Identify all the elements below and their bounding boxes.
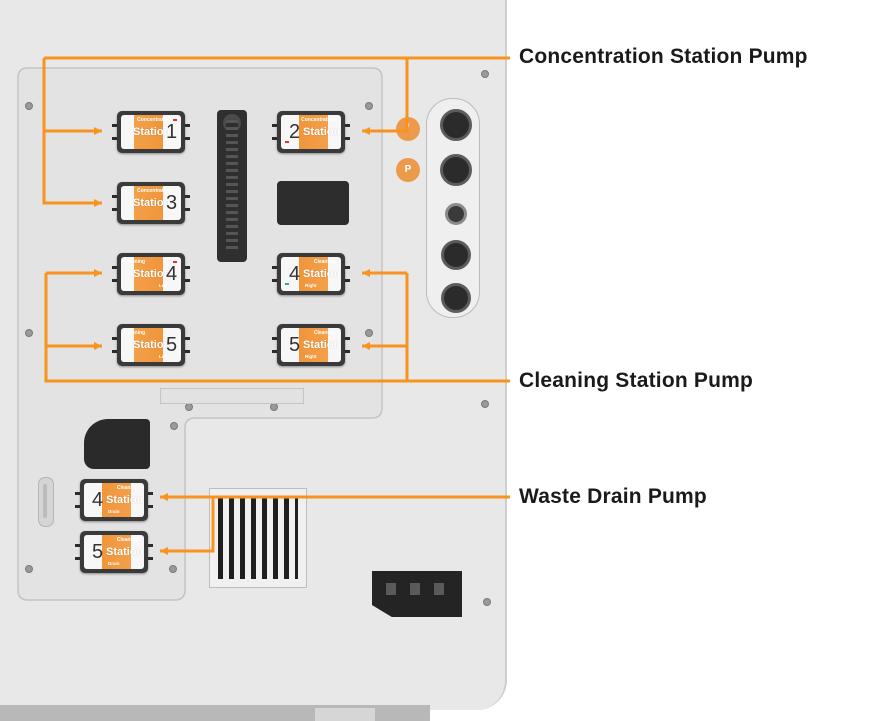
callout-cleaning-station-pump: Cleaning Station Pump	[519, 369, 754, 392]
pump-number: 5	[289, 334, 301, 356]
pump-number: 2	[289, 121, 301, 143]
pump-tag: Cleaning	[124, 259, 146, 265]
connector-port-small	[445, 203, 467, 225]
waste-leader-pump5	[160, 497, 215, 553]
pump-sub: Drain	[108, 561, 120, 566]
power-socket	[372, 571, 462, 617]
machine-foot	[315, 708, 375, 721]
pump-number: 5	[166, 334, 178, 356]
pump-word: Station	[133, 197, 171, 209]
pump-sub: Left	[159, 354, 168, 359]
pump-sub: Right	[305, 283, 317, 288]
concentration-leader-left	[42, 58, 102, 205]
callout-concentration-station-pump: Concentration Station Pump	[519, 45, 808, 68]
pump-tag: Concentration	[301, 117, 335, 123]
control-module	[277, 181, 349, 225]
vent-slats	[218, 497, 298, 579]
screw	[25, 329, 33, 337]
screw	[365, 329, 373, 337]
pump-word: Station	[303, 126, 341, 138]
pump-sub: Drain	[108, 509, 120, 514]
ventilation-grill	[209, 488, 307, 588]
pump-face: Cleaning Station 4 Drain	[84, 483, 144, 517]
connector-port	[441, 240, 471, 270]
pump-waste-5-drain: Cleaning Station 5 Drain	[75, 531, 153, 573]
concentration-leader-pump2	[362, 58, 409, 133]
pump-number: 4	[92, 489, 104, 511]
pump-word: Station	[106, 546, 144, 558]
pump-concentration-1: Concentration Station 1	[112, 111, 190, 153]
screw	[365, 102, 373, 110]
mounting-bracket	[160, 388, 304, 404]
pump-number: 4	[166, 263, 178, 285]
pump-number: 1	[166, 121, 178, 143]
pump-number: 3	[166, 192, 178, 214]
pump-face: Concentration Station 2	[281, 115, 341, 149]
pump-tag: Cleaning	[116, 537, 138, 543]
drain-housing	[84, 419, 150, 469]
handle-grip	[43, 484, 47, 518]
pump-word: Station	[106, 494, 144, 506]
tube-rack	[217, 110, 247, 262]
screw	[25, 102, 33, 110]
pump-cleaning-4-right: Cleaning Station 4 Right	[272, 253, 350, 295]
pump-face: Cleaning Station 4 Right	[281, 257, 341, 291]
pump-face: Concentration Station 3	[121, 186, 181, 220]
pump-word: Station	[303, 268, 341, 280]
pump-number: 4	[289, 263, 301, 285]
pump-face: Cleaning Station 5 Left	[121, 328, 181, 362]
pump-tag: Cleaning	[313, 259, 335, 265]
pump-tag: Cleaning	[116, 485, 138, 491]
connector-port	[441, 283, 471, 313]
pump-tag: Cleaning	[313, 330, 335, 336]
pump-word: Station	[133, 339, 171, 351]
pump-face: Cleaning Station 5 Right	[281, 328, 341, 362]
pump-sub: Left	[159, 283, 168, 288]
pump-cleaning-5-left: Cleaning Station 5 Left	[112, 324, 190, 366]
screw	[481, 400, 489, 408]
pump-face: Cleaning Station 5 Drain	[84, 535, 144, 569]
pump-cleaning-4-left: Cleaning Station 4 Left	[112, 253, 190, 295]
pump-sub: Right	[305, 354, 317, 359]
pump-waste-4-drain: Cleaning Station 4 Drain	[75, 479, 153, 521]
screw	[483, 598, 491, 606]
screw	[170, 422, 178, 430]
pump-cleaning-5-right: Cleaning Station 5 Right	[272, 324, 350, 366]
connector-port	[440, 109, 472, 141]
pump-number: 5	[92, 541, 104, 563]
cleaning-leader-main	[44, 273, 510, 383]
rack-slots	[226, 120, 238, 252]
connector-port	[440, 154, 472, 186]
screw	[169, 565, 177, 573]
pump-tag: Cleaning	[124, 330, 146, 336]
pump-concentration-3: Concentration Station 3	[112, 182, 190, 224]
pump-tag: Concentration	[137, 117, 171, 123]
pump-word: Station	[133, 268, 171, 280]
pump-word: Station	[133, 126, 171, 138]
pump-tag: Concentration	[137, 188, 171, 194]
pump-word: Station	[303, 339, 341, 351]
screw	[25, 565, 33, 573]
pump-concentration-2: Concentration Station 2	[272, 111, 350, 153]
pump-face: Cleaning Station 4 Left	[121, 257, 181, 291]
pump-face: Concentration Station 1	[121, 115, 181, 149]
screw	[481, 70, 489, 78]
callout-waste-drain-pump: Waste Drain Pump	[519, 485, 707, 508]
p-button: P	[396, 158, 420, 182]
